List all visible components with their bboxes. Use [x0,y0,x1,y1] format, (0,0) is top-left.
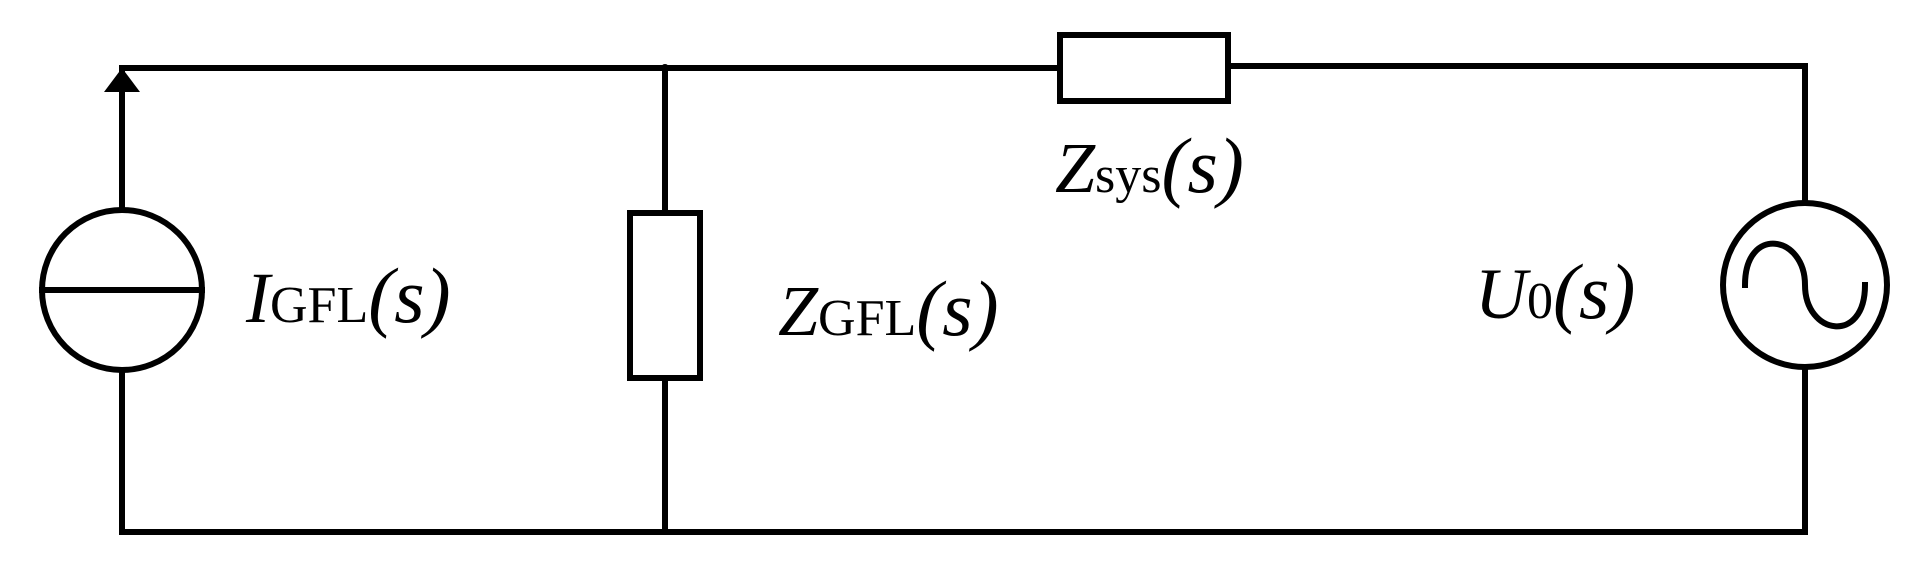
shunt-impedance-label: ZGFL(s) [778,265,999,352]
ac-voltage-source-icon [1720,200,1890,370]
circuit-wires [119,63,1808,535]
voltage-source: U0(s) [1475,200,1890,370]
current-source-argument: (s) [368,252,450,339]
shunt-impedance-symbol: Z [778,271,819,351]
current-source-subscript: GFL [270,277,368,334]
shunt-impedance-resistor-icon [627,210,703,381]
current-source: IGFL(s) [39,68,451,373]
junction-node [661,64,669,72]
current-source-symbol: I [245,258,273,338]
voltage-source-label: U0(s) [1475,248,1635,335]
series-impedance-symbol: Z [1055,128,1096,208]
shunt-impedance-argument: (s) [916,265,998,352]
shunt-impedance: ZGFL(s) [627,210,999,381]
current-source-label: IGFL(s) [245,252,451,339]
voltage-source-symbol: U [1475,254,1531,334]
series-impedance-resistor-icon [1057,32,1231,104]
current-direction-arrow-icon [104,68,140,92]
current-source-icon [39,207,205,373]
shunt-impedance-subscript: GFL [818,290,916,347]
series-impedance-label: Zsys(s) [1055,122,1244,209]
series-impedance-subscript: sys [1095,147,1161,204]
voltage-source-argument: (s) [1553,248,1635,335]
series-impedance: Zsys(s) [1055,32,1244,209]
series-impedance-argument: (s) [1162,122,1244,209]
voltage-source-subscript: 0 [1527,273,1553,330]
wire-top-right [1225,63,1808,205]
